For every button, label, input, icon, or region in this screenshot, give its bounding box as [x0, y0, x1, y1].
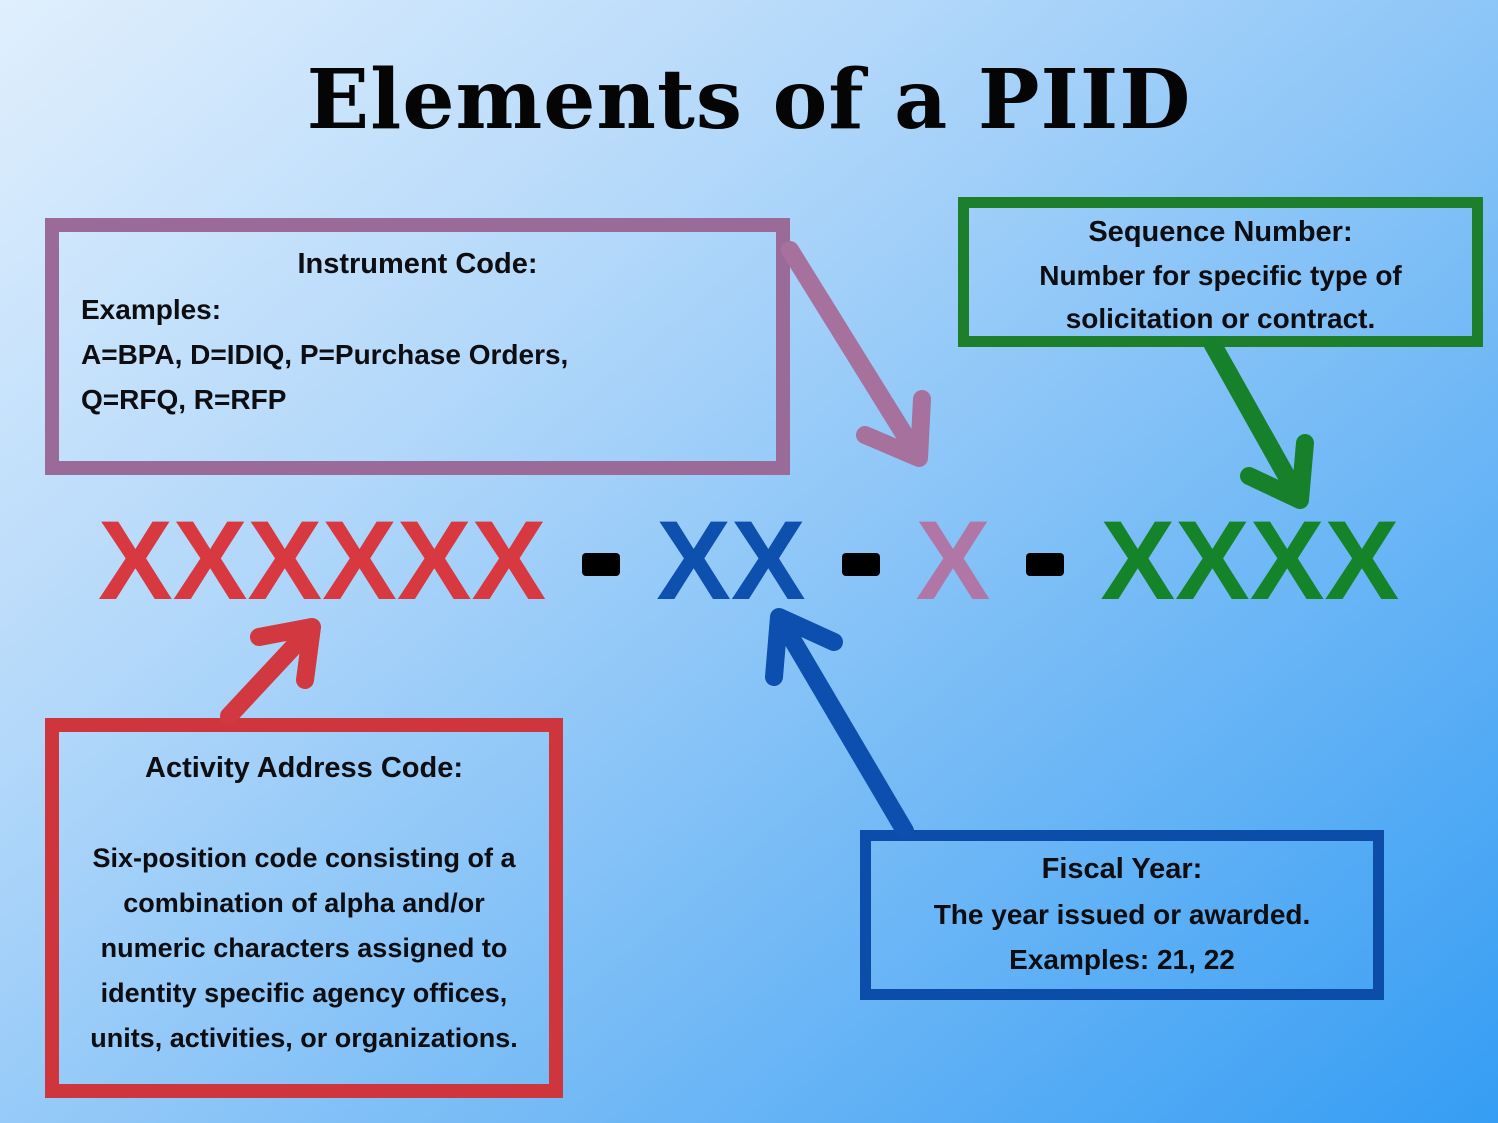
code-sequence-number: XXXX [1100, 498, 1400, 623]
arrow-sequence-number [1204, 336, 1314, 509]
callout-line: Number for specific type of [1039, 260, 1402, 291]
callout-line: combination of alpha and/or [123, 888, 485, 918]
code-separator [841, 552, 880, 576]
callout-line: Q=RFQ, R=RFP [81, 384, 287, 415]
code-instrument-code: X [915, 498, 991, 623]
code-separator [582, 552, 621, 576]
arrow-fiscal-year [765, 608, 914, 840]
piid-code: XXXXXX XX X XXXX [98, 496, 1399, 626]
callout-line: identity specific agency offices, [100, 978, 508, 1008]
code-fiscal-year: XX [656, 498, 806, 623]
callout-line: numeric characters assigned to [100, 933, 508, 963]
callout-line: units, activities, or organizations. [90, 1023, 518, 1053]
callout-line: solicitation or contract. [1065, 303, 1376, 334]
callout-heading: Instrument Code: [297, 248, 538, 280]
sequence-number-callout: Sequence Number: Number for specific typ… [958, 197, 1483, 347]
callout-line: Examples: 21, 22 [1009, 944, 1235, 975]
callout-line: A=BPA, D=IDIQ, P=Purchase Orders, [81, 339, 569, 370]
page-title: Elements of a PIID [306, 52, 1192, 148]
arrow-activity-address-code [220, 618, 321, 725]
callout-line: Six-position code consisting of a [92, 843, 516, 873]
callout-line: Examples: [81, 294, 222, 325]
spacer [59, 791, 549, 836]
instrument-code-callout: Instrument Code: Examples: A=BPA, D=IDIQ… [45, 218, 790, 475]
code-activity-address-code: XXXXXX [98, 498, 547, 623]
callout-heading: Fiscal Year: [1041, 853, 1203, 885]
callout-line: The year issued or awarded. [933, 899, 1311, 930]
callout-heading: Activity Address Code: [145, 752, 463, 784]
arrow-instrument-code [781, 241, 931, 467]
fiscal-year-callout: Fiscal Year: The year issued or awarded.… [860, 830, 1384, 1000]
code-separator [1026, 552, 1065, 576]
callout-heading: Sequence Number: [1088, 216, 1353, 248]
activity-address-code-callout: Activity Address Code: Six-position code… [45, 718, 563, 1098]
